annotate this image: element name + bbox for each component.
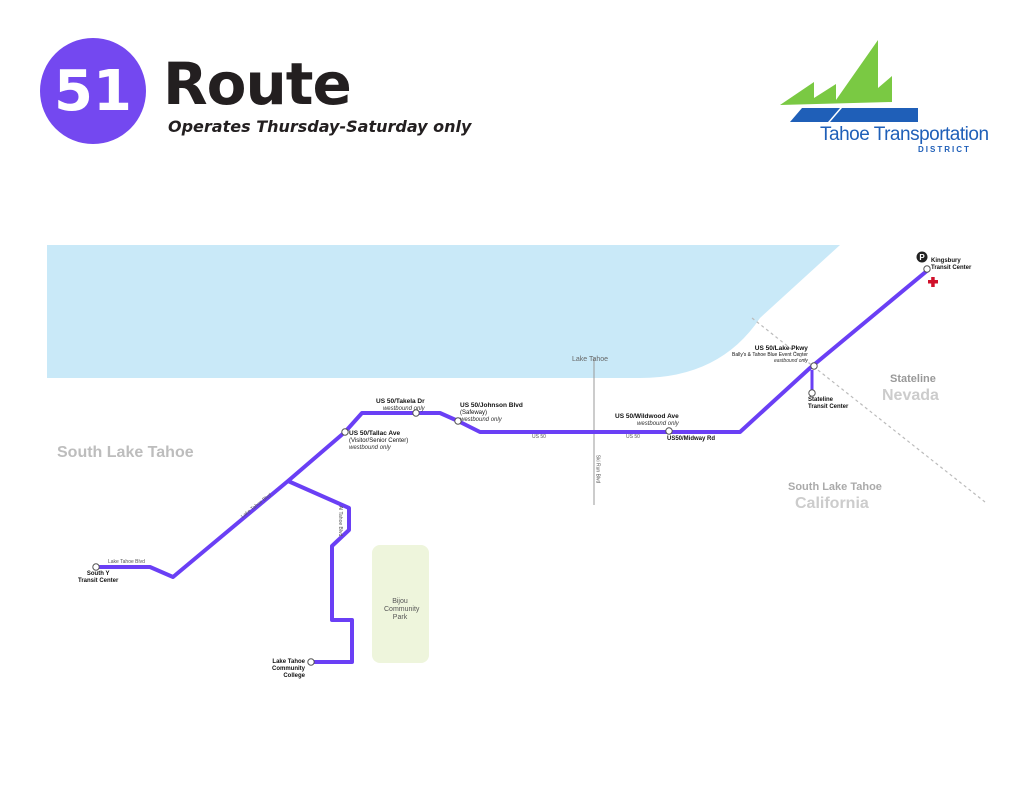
bijou-park <box>372 545 429 663</box>
stop-name: Transit Center <box>931 264 972 271</box>
stop-name: Community <box>272 665 305 672</box>
road-ski-run-blvd: Ski Run Blvd <box>594 454 601 484</box>
stop-name: US 50/Johnson Blvd <box>460 402 523 409</box>
stop-ltcc <box>307 658 315 666</box>
stop-name: Kingsbury <box>931 258 961 264</box>
stop-south-y <box>92 563 100 571</box>
page-title: Route <box>163 50 352 118</box>
stop-lake-pkwy <box>810 362 818 370</box>
route-number-badge: 51 <box>40 38 146 144</box>
stop-label-tallac: US 50/Tallac Ave (Visitor/Senior Center)… <box>349 430 408 452</box>
stop-name: US 50/Tallac Ave <box>349 430 401 437</box>
stop-note: (Visitor/Senior Center) <box>349 437 409 444</box>
stop-name: Transit Center <box>808 403 849 410</box>
area-nevada: Nevada <box>882 387 939 404</box>
stop-label-wildwood: US 50/Wildwood Ave westbound only <box>615 413 679 428</box>
service-days: Operates Thursday-Saturday only <box>168 117 472 136</box>
stop-label-johnson: US 50/Johnson Blvd (Safeway) westbound o… <box>460 402 523 424</box>
logo-name: Tahoe Transportation <box>820 124 989 145</box>
stop-label-midway: US50/Midway Rd <box>667 436 716 442</box>
stop-name: College <box>283 672 305 679</box>
parking-letter: P <box>919 253 925 262</box>
area-slt-california: South Lake Tahoe <box>788 481 882 493</box>
park-line2: Community <box>384 606 420 614</box>
stop-takela <box>412 409 420 417</box>
area-california: California <box>795 495 869 512</box>
stop-note: westbound only <box>382 405 425 412</box>
stop-stateline-tc <box>808 389 816 397</box>
stop-label-takela: US 50/Takela Dr westbound only <box>376 398 425 413</box>
area-stateline: Stateline <box>890 373 936 385</box>
stop-label-lake-pkwy: US 50/Lake Pkwy Bally's & Tahoe Blue Eve… <box>732 345 808 364</box>
stop-name: Transit Center <box>78 577 119 584</box>
stop-name: Stateline <box>808 397 834 403</box>
route-branch-ltcc <box>287 479 354 664</box>
area-south-lake-tahoe: South Lake Tahoe <box>57 444 194 461</box>
parking-icon <box>916 251 928 263</box>
stop-wildwood <box>665 427 673 435</box>
stop-note: westbound only <box>637 420 679 427</box>
lake-tahoe <box>47 245 840 378</box>
stop-note: westbound only <box>349 444 391 451</box>
park-line1: Bijou <box>392 598 408 605</box>
park-line3: Park <box>392 614 408 622</box>
stop-name: South Y <box>86 571 110 577</box>
stop-label-stateline-tc: Stateline Transit Center <box>808 397 848 411</box>
ttd-logo-icon <box>780 40 918 122</box>
stop-label-south-y: South Y Transit Center <box>78 571 118 585</box>
logo-subtitle: DISTRICT <box>918 145 971 154</box>
state-line <box>751 317 986 503</box>
park-label: Bijou Community Park <box>384 598 420 622</box>
stop-note: eastbound only <box>773 357 808 364</box>
stop-johnson <box>454 417 462 425</box>
stop-name: US 50/Takela Dr <box>376 398 425 405</box>
stop-note: (Safeway) <box>460 409 488 416</box>
stop-note: westbound only <box>460 416 502 423</box>
stop-note: Bally's & Tahoe Blue Event Center <box>732 351 808 358</box>
road-us50-2: US 50 <box>626 434 640 440</box>
road-lake-tahoe-blvd-1: Lake Tahoe Blvd <box>108 559 145 565</box>
stop-name: Lake Tahoe <box>272 659 305 665</box>
stop-name: US 50/Wildwood Ave <box>615 413 679 420</box>
stop-tallac <box>341 428 349 436</box>
stop-label-ltcc: Lake Tahoe Community College <box>272 659 305 680</box>
route-line <box>96 268 930 579</box>
hospital-icon <box>928 277 938 287</box>
lake-label: Lake Tahoe <box>572 356 609 363</box>
stop-kingsbury <box>923 265 931 273</box>
road-us50-1: US 50 <box>532 434 546 440</box>
stop-label-kingsbury: Kingsbury Transit Center <box>931 258 971 272</box>
stop-name: US 50/Lake Pkwy <box>754 345 808 352</box>
road-al-tahoe-blvd: Al Tahoe Blvd <box>337 505 344 537</box>
